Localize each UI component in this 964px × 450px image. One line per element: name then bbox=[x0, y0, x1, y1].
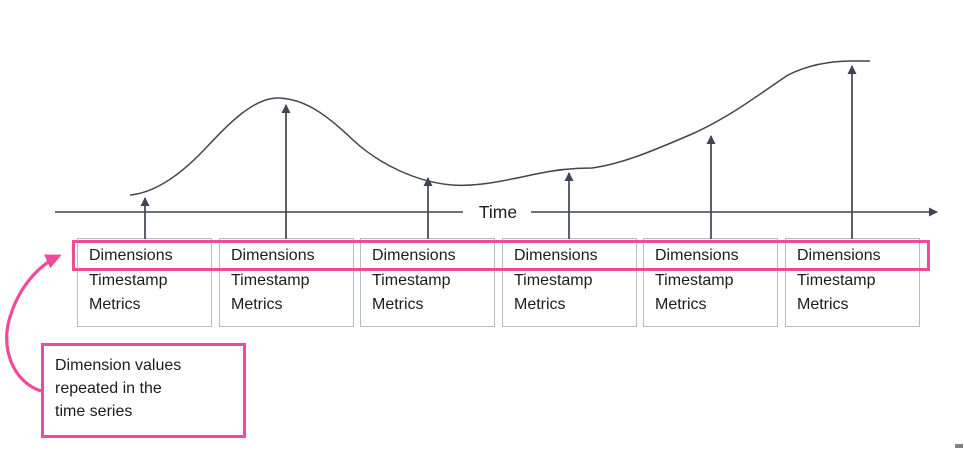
record-timestamp: Timestamp bbox=[372, 271, 451, 289]
record-box: Dimensions Timestamp Metrics bbox=[77, 238, 212, 327]
record-dimensions: Dimensions bbox=[231, 247, 315, 264]
record-metrics: Metrics bbox=[89, 296, 141, 313]
record-dimensions: Dimensions bbox=[797, 247, 881, 264]
record-timestamp: Timestamp bbox=[797, 271, 876, 289]
callout-text: time series bbox=[55, 403, 133, 420]
callout-text: Dimension values bbox=[55, 357, 182, 374]
record-metrics: Metrics bbox=[514, 296, 566, 313]
record-timestamp: Timestamp bbox=[89, 271, 168, 289]
callout-text: repeated in the bbox=[55, 380, 162, 397]
record-metrics: Metrics bbox=[372, 296, 424, 313]
record-box: Dimensions Timestamp Metrics bbox=[502, 238, 637, 327]
record-timestamp: Timestamp bbox=[655, 271, 734, 289]
record-timestamp: Timestamp bbox=[231, 271, 310, 289]
record-dimensions: Dimensions bbox=[372, 247, 456, 264]
record-metrics: Metrics bbox=[655, 296, 707, 313]
record-box: Dimensions Timestamp Metrics bbox=[219, 238, 354, 327]
record-timestamp: Timestamp bbox=[514, 271, 593, 289]
record-box: Dimensions Timestamp Metrics bbox=[360, 238, 495, 327]
record-dimensions: Dimensions bbox=[89, 247, 173, 264]
time-series-curve bbox=[129, 60, 870, 196]
record-dimensions: Dimensions bbox=[655, 247, 739, 264]
dimensions-highlight-band bbox=[72, 240, 930, 271]
callout-box: Dimension values repeated in the time se… bbox=[41, 343, 246, 438]
record-box: Dimensions Timestamp Metrics bbox=[785, 238, 920, 327]
time-axis-label: Time bbox=[478, 202, 518, 222]
corner-artifact bbox=[955, 444, 963, 448]
record-dimensions: Dimensions bbox=[514, 247, 598, 264]
record-metrics: Metrics bbox=[797, 296, 849, 313]
record-metrics: Metrics bbox=[231, 296, 283, 313]
